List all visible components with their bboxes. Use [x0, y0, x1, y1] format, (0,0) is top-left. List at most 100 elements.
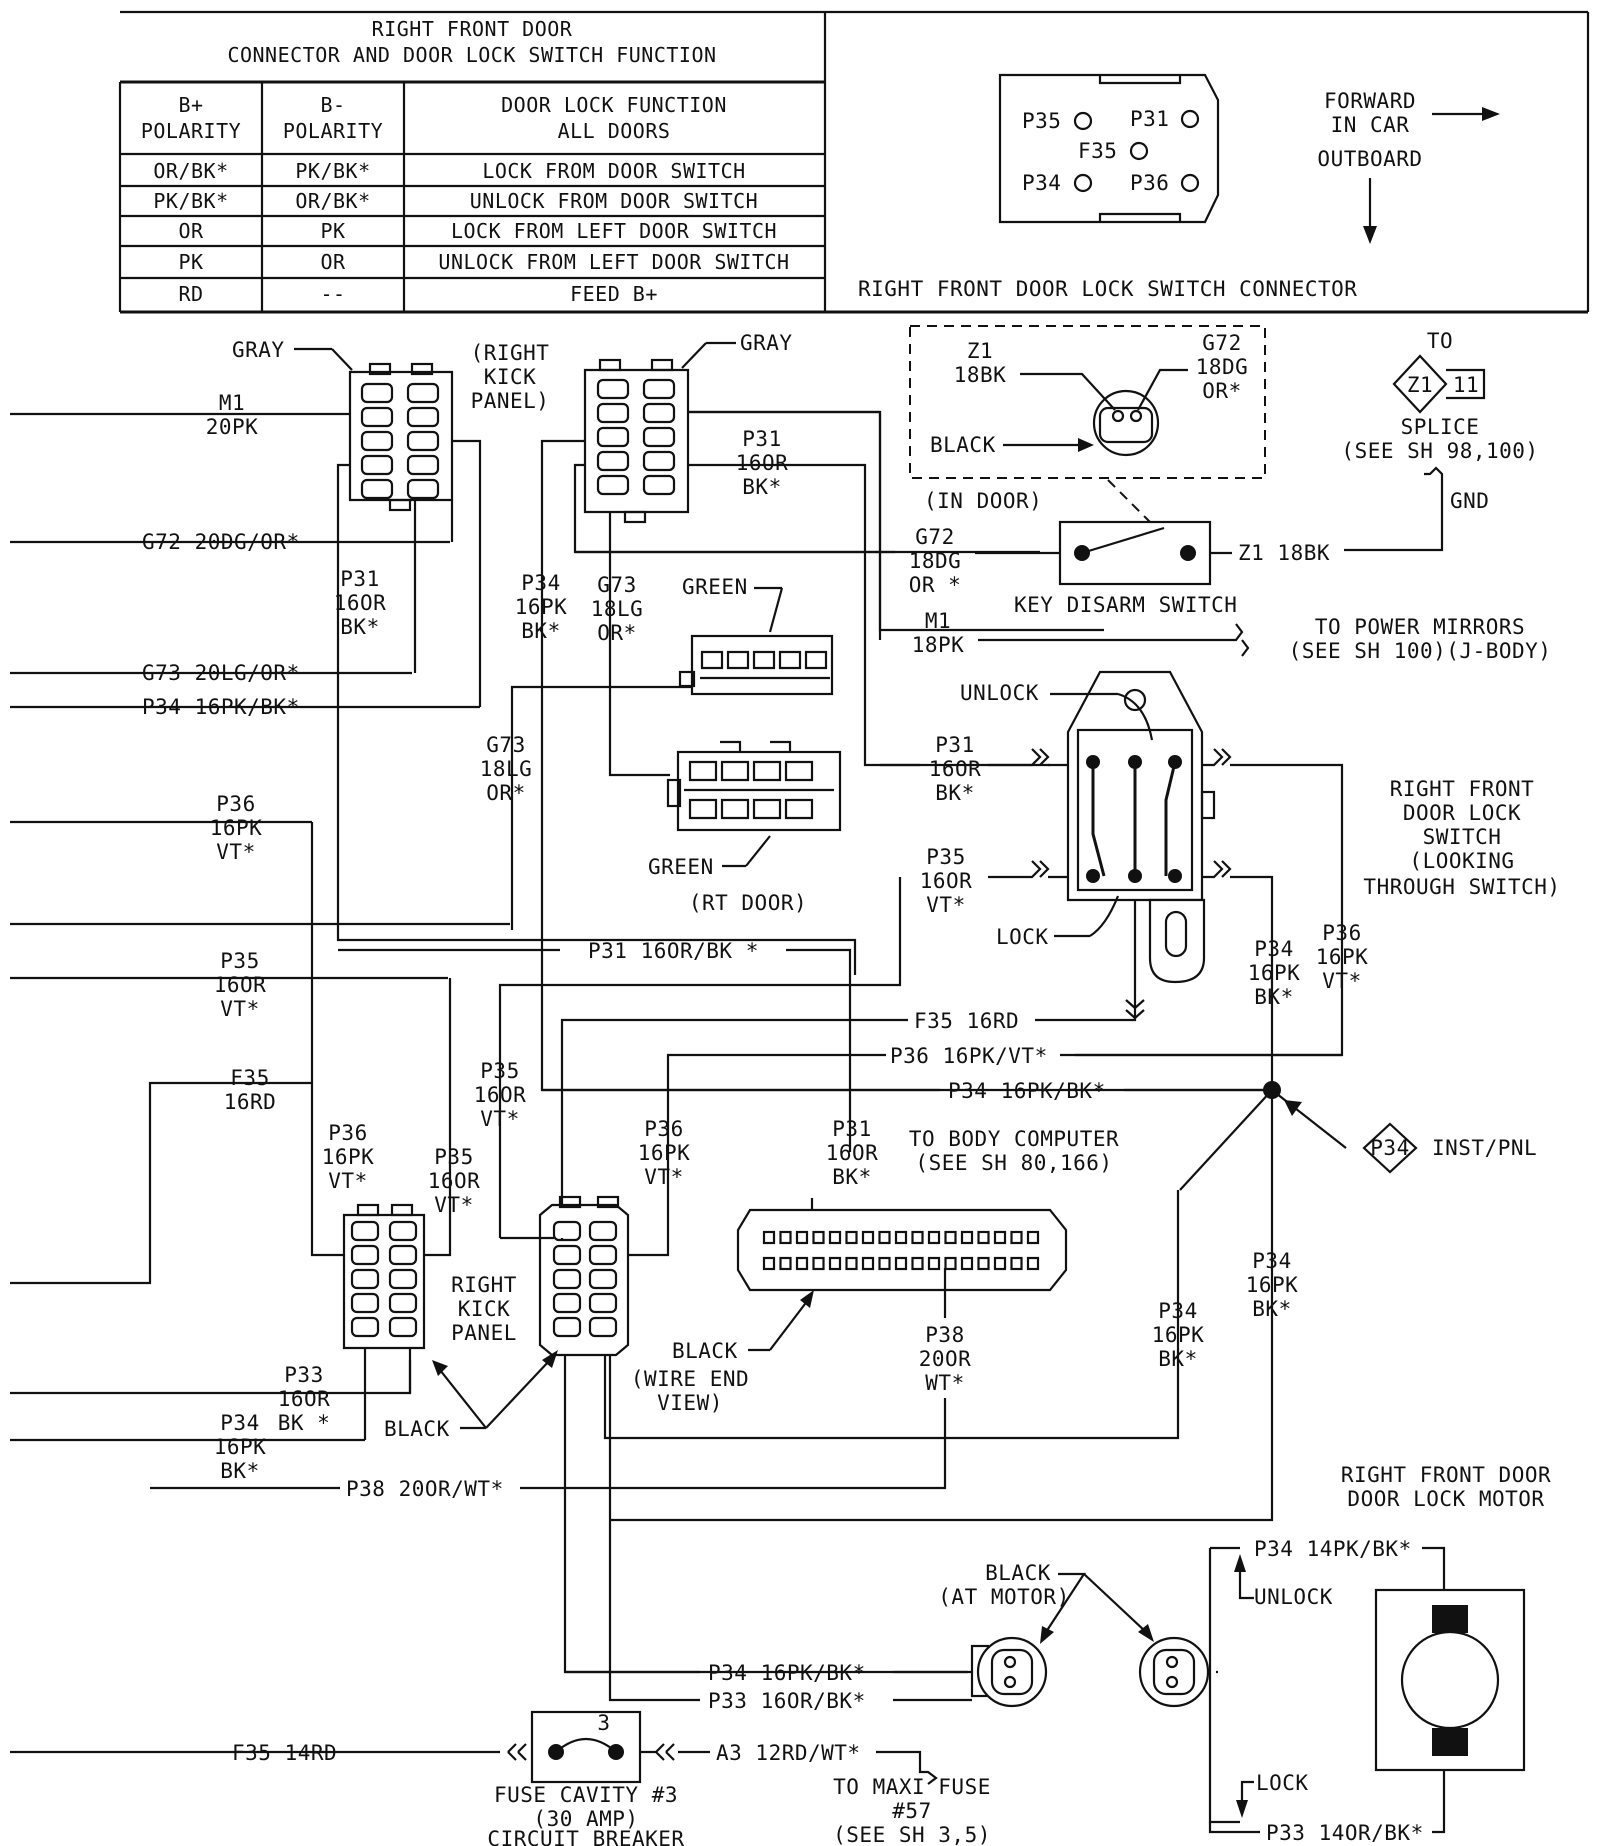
left-wires	[10, 412, 510, 1754]
p36-16pk-vt-label: P36 16PK/VT*	[890, 1044, 1048, 1068]
rfdls-1: RIGHT FRONT	[1390, 777, 1535, 801]
m1-18pk-2: 18PK	[912, 633, 965, 657]
mirrors-1: TO POWER MIRRORS	[1315, 615, 1525, 639]
p35-b-3: VT*	[434, 1193, 473, 1217]
bc-pin-cavity	[779, 1256, 792, 1271]
splice-1: SPLICE	[1401, 415, 1480, 439]
p35-sw-1: P35	[926, 845, 965, 869]
p31-top-3: BK*	[742, 475, 781, 499]
green-top-label: GREEN	[682, 575, 748, 599]
rkp-top-1: (RIGHT	[471, 341, 550, 365]
rfdls-3: SWITCH	[1423, 825, 1502, 849]
bc-pin-cavity	[993, 1256, 1007, 1271]
p33-16or-motor-label: P33 16OR/BK*	[708, 1689, 866, 1713]
p33-2: 16OR	[278, 1387, 331, 1411]
p36-b-2: 16PK	[638, 1141, 691, 1165]
p34-16pk-left-label: P34 16PK/BK*	[142, 695, 300, 719]
g73-mid-1: G73	[597, 573, 636, 597]
p31-top-1: P31	[742, 427, 781, 451]
g72-top-2: 18DG	[1196, 355, 1249, 379]
p31-sw-1: P31	[935, 733, 974, 757]
rk-2: KICK	[458, 1297, 511, 1321]
row1-bminus: PK/BK*	[295, 159, 370, 183]
row3-bplus: OR	[178, 219, 204, 243]
p31-sw-3: BK*	[935, 781, 974, 805]
p34-lo-2: 16PK	[1246, 1273, 1299, 1297]
g72-20dg-label: G72 20DG/OR*	[142, 530, 300, 554]
unlock-sw-label: UNLOCK	[960, 681, 1039, 705]
p34-bl-2: 16PK	[214, 1435, 267, 1459]
p36-b-3: VT*	[644, 1165, 683, 1189]
bc-pin-cavity	[762, 1230, 776, 1245]
row2-bplus: PK/BK*	[153, 189, 228, 213]
fuse-num: 3	[597, 1711, 610, 1735]
row4-bminus: OR	[320, 250, 346, 274]
connector-caption: RIGHT FRONT DOOR LOCK SWITCH CONNECTOR	[858, 277, 1357, 301]
bc-pin-cavity	[960, 1230, 974, 1245]
bc-pin-cavity	[911, 1256, 924, 1271]
table-title-2: CONNECTOR AND DOOR LOCK SWITCH FUNCTION	[227, 43, 716, 67]
bc-pin-cavity	[944, 1256, 957, 1271]
rkp-top-3: PANEL)	[471, 389, 550, 413]
g73-mid-2: 18LG	[591, 597, 644, 621]
lower-kick-connector-right	[538, 1195, 630, 1357]
in-door-label: (IN DOOR)	[924, 489, 1042, 513]
black-motor-1: BLACK	[985, 1561, 1051, 1585]
row5-bminus: --	[320, 282, 345, 306]
p34-m-3: BK*	[1158, 1347, 1197, 1371]
motor-title-2: DOOR LOCK MOTOR	[1347, 1487, 1544, 1511]
bc-pin-cavity	[861, 1256, 875, 1271]
f35-left-1: F35	[230, 1066, 269, 1090]
p36-left-3: VT*	[216, 840, 255, 864]
bc-pin-cavity	[1010, 1230, 1023, 1245]
splice-z1: Z1	[1407, 373, 1433, 397]
wire-end-1: (WIRE END	[631, 1367, 749, 1391]
pin-f35: F35	[1078, 139, 1117, 163]
p36-b-1: P36	[644, 1117, 683, 1141]
rk-3: PANEL	[451, 1321, 517, 1345]
black-bc-label: BLACK	[672, 1339, 738, 1363]
p31-bc-1: P31	[832, 1117, 871, 1141]
row5-function: FEED B+	[570, 282, 658, 306]
p36-a-3: VT*	[328, 1169, 367, 1193]
bc-pin-cavity	[944, 1230, 957, 1245]
bc-pin-cavity	[795, 1230, 809, 1245]
p34-mid-3: BK*	[521, 619, 560, 643]
p34-r-2: 16PK	[1248, 961, 1301, 985]
bc-pin-cavity	[894, 1256, 908, 1271]
col1-head-1: B+	[178, 93, 203, 117]
p33-3: BK *	[278, 1411, 331, 1435]
p31-sw-2: 16OR	[929, 757, 982, 781]
bc-pin-cavity	[977, 1230, 990, 1245]
g73-20lg-label: G73 20LG/OR*	[142, 661, 300, 685]
f35-left-2: 16RD	[224, 1090, 277, 1114]
row1-function: LOCK FROM DOOR SWITCH	[482, 159, 745, 183]
p36-a-1: P36	[328, 1121, 367, 1145]
bc-pin-cavity	[894, 1230, 908, 1245]
p34-bl-1: P34	[220, 1411, 259, 1435]
bc-pin-cavity	[878, 1230, 891, 1245]
bc-pin-cavity	[1026, 1256, 1040, 1271]
bc-pin-cavity	[779, 1230, 792, 1245]
inst-pnl-tag: P34	[1370, 1136, 1409, 1160]
bc-pin-cavity	[927, 1230, 941, 1245]
bc-pin-cavity	[960, 1256, 974, 1271]
g73-low-3: OR*	[486, 781, 525, 805]
black-motor-2: (AT MOTOR)	[938, 1585, 1069, 1609]
forward-label-1: FORWARD	[1324, 89, 1416, 113]
key-disarm-label: KEY DISARM SWITCH	[1014, 593, 1237, 617]
f35-14rd-label: F35 14RD	[232, 1741, 337, 1765]
p33-14or-label: P33 14OR/BK*	[1266, 1821, 1424, 1845]
splice-11: 11	[1453, 373, 1479, 397]
p35-left-2: 16OR	[214, 973, 267, 997]
p31-top-2: 16OR	[736, 451, 789, 475]
body-computer-connector	[736, 1198, 1068, 1292]
mirrors-2: (SEE SH 100)(J-BODY)	[1289, 639, 1552, 663]
green-connector-top	[678, 634, 834, 696]
p35-sw-3: VT*	[926, 893, 965, 917]
p38-horiz-label: P38 20OR/WT*	[346, 1477, 504, 1501]
p31-bc-2: 16OR	[826, 1141, 879, 1165]
rk-1: RIGHT	[451, 1273, 517, 1297]
p31-left-1: P31	[340, 567, 379, 591]
